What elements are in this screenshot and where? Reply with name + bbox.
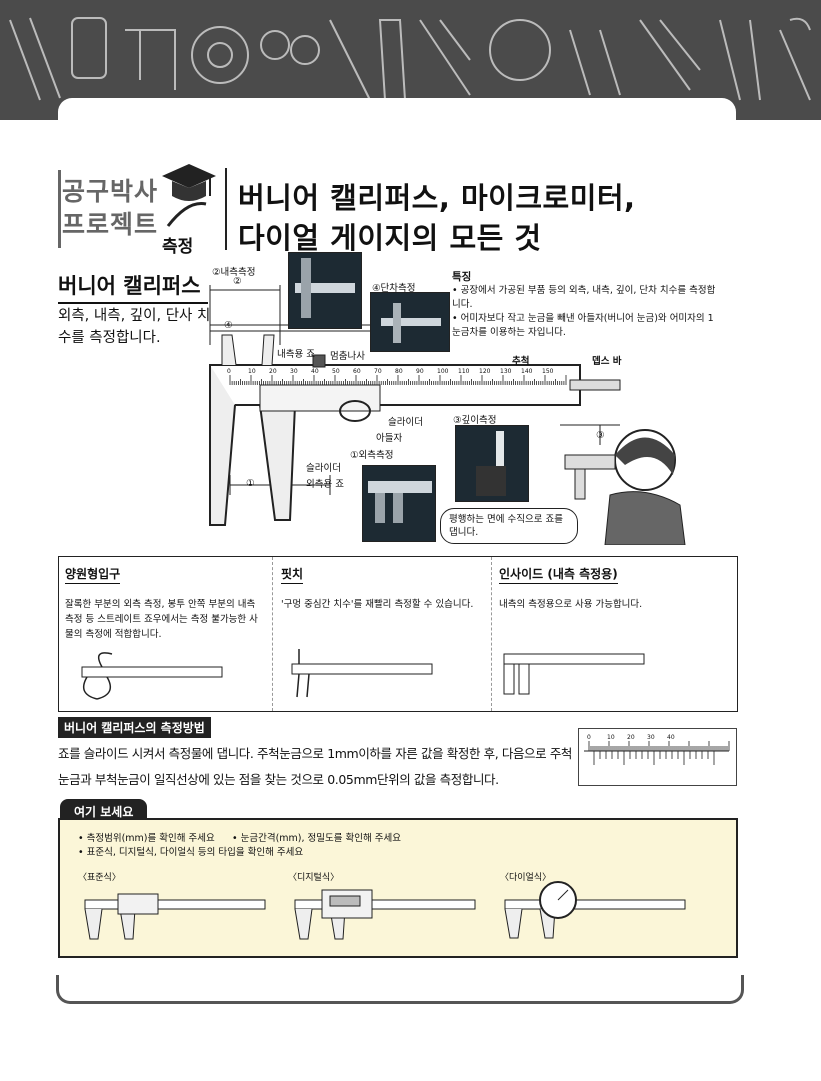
- photo-inner-measure: [288, 252, 362, 329]
- vernier-number: 0: [587, 734, 591, 741]
- caliper-type-2-icon: [291, 649, 433, 698]
- tools-lineart-icon: [9, 17, 811, 101]
- photo-outer-measure: [362, 465, 436, 542]
- page-title-line-1: 버니어 캘리퍼스, 마이크로미터,: [238, 181, 636, 215]
- photo-step-measure: [370, 292, 450, 352]
- lookhere-line-2: • 표준식, 디지털식, 다이얼식 등의 타입을 확인해 주세요: [78, 847, 304, 858]
- marker-2: ②: [233, 276, 242, 287]
- scale-number: 60: [353, 368, 361, 375]
- category-label: 측정: [162, 237, 194, 257]
- scale-number: 150: [542, 368, 554, 375]
- method-text: 죠를 슬라이드 시켜서 측정물에 댑니다. 주척눈금으로 1mm이하를 자른 값…: [58, 746, 573, 787]
- scale-number: 130: [500, 368, 512, 375]
- caliper-type-1-icon: [81, 652, 223, 700]
- scale-number: 140: [521, 368, 533, 375]
- lookhere-line-1a: • 측정범위(mm)를 확인해 주세요: [78, 833, 215, 844]
- kind-label-standard: 〈표준식〉: [78, 873, 121, 883]
- scale-number: 90: [416, 368, 424, 375]
- section-title: 버니어 캘리퍼스: [58, 274, 201, 298]
- label-inner-measure: ②내측측정: [212, 267, 256, 278]
- types-divider: [491, 557, 492, 711]
- caliper-diagram: 0 10 20 30 40 50 60 70 80 90 100 110 120 130 140 150: [209, 285, 621, 526]
- speech-bubble: 평행하는 면에 수직으로 죠를 댑니다.: [440, 508, 578, 544]
- vernier-number: 20: [627, 734, 635, 741]
- type-desc-3: 내측의 측정용으로 사용 가능합니다.: [499, 599, 643, 610]
- lookhere-box: • 측정범위(mm)를 확인해 주세요 • 눈금간격(mm), 정밀도를 확인해…: [58, 818, 738, 958]
- label-slider-2: 슬라이더: [306, 463, 341, 474]
- features-heading: 특징: [452, 271, 472, 283]
- scale-diagram: 0 10 20 30 40: [578, 728, 737, 786]
- dial-caliper-icon: [504, 881, 686, 939]
- scale-number: 30: [290, 368, 298, 375]
- scale-number: 80: [395, 368, 403, 375]
- brand-line-2: 프로젝트: [62, 210, 159, 239]
- scale-number: 100: [437, 368, 449, 375]
- main-scale-ticks: [229, 375, 567, 385]
- type-desc-1: 잘록한 부분의 외측 측정, 봉투 안쪽 부분의 내측 측정 등 스트레이트 죠…: [65, 599, 258, 640]
- label-step-measure: ④단차측정: [372, 283, 416, 294]
- types-divider: [272, 557, 273, 711]
- label-depth-measure: ③깊이측정: [453, 415, 497, 426]
- section-desc: 외측, 내측, 깊이, 단사 치수를 측정합니다.: [58, 308, 211, 346]
- section-rule: [58, 302, 208, 304]
- types-box: 양원형입구 잘록한 부분의 외측 측정, 봉투 안쪽 부분의 내측 측정 등 스…: [58, 556, 738, 712]
- scale-number: 70: [374, 368, 382, 375]
- kind-label-dial: 〈다이얼식〉: [500, 873, 552, 883]
- marker-4: ④: [224, 320, 233, 331]
- vernier-number: 30: [647, 734, 655, 741]
- scale-number: 120: [479, 368, 491, 375]
- scale-number: 20: [269, 368, 277, 375]
- label-outer-jaw: 외측용 죠: [306, 479, 344, 490]
- type-desc-2: '구멍 중심간 치수'를 재빨리 측정할 수 있습니다.: [281, 599, 474, 610]
- type-title-3: 인사이드 (내측 측정용): [499, 565, 618, 584]
- caliper-type-3-icon: [503, 653, 645, 695]
- label-vernier: 아들자: [376, 433, 403, 444]
- lookhere-line-1b: • 눈금간격(mm), 정밀도를 확인해 주세요: [232, 833, 401, 844]
- scale-number: 110: [458, 368, 470, 375]
- vernier-number: 10: [607, 734, 615, 741]
- type-title-1: 양원형입구: [65, 565, 121, 584]
- type-title-2: 핏치: [281, 565, 304, 584]
- standard-caliper-icon: [84, 893, 266, 940]
- person-measuring-icon: [564, 429, 686, 545]
- method-title: 버니어 캘리퍼스의 측정방법: [58, 717, 211, 738]
- digital-caliper-icon: [294, 889, 476, 940]
- scale-number: 40: [311, 368, 319, 375]
- scale-number: 50: [332, 368, 340, 375]
- vernier-number: 40: [667, 734, 675, 741]
- bottom-bracket: [56, 975, 744, 1004]
- kind-label-digital: 〈디지털식〉: [288, 873, 340, 883]
- feature-item: • 어미자보다 작고 눈금을 빼낸 아들자(버니어 눈금)와 어미자의 1눈금차…: [452, 313, 714, 338]
- scale-number: 10: [248, 368, 256, 375]
- label-main-scale: 추척: [512, 356, 530, 367]
- scale-number: 0: [227, 368, 231, 375]
- brand-line-1: 공구박사: [62, 177, 159, 206]
- label-outer-measure: ①외측측정: [350, 450, 394, 461]
- graduation-cap-icon: [162, 164, 216, 227]
- label-slider: 슬라이더: [388, 417, 423, 428]
- feature-item: • 공장에서 가공된 부품 등의 외측, 내측, 깊이, 단차 치수를 측정합니…: [452, 285, 716, 310]
- marker-1: ①: [246, 478, 255, 489]
- page-card-top: [58, 98, 736, 128]
- label-inner-jaw: 내측용 죠: [277, 349, 315, 360]
- marker-3: ③: [596, 430, 605, 441]
- label-stop-screw: 멈춤나사: [330, 351, 365, 362]
- title-divider: [225, 168, 227, 250]
- label-depth-bar: 뎁스 바: [592, 356, 622, 367]
- photo-depth-measure: [455, 425, 529, 502]
- page-title-line-2: 다이얼 게이지의 모든 것: [238, 221, 542, 255]
- brand-bar: [58, 170, 61, 248]
- features-block: 특징 • 공장에서 가공된 부품 등의 외측, 내측, 깊이, 단차 치수를 측…: [452, 270, 720, 340]
